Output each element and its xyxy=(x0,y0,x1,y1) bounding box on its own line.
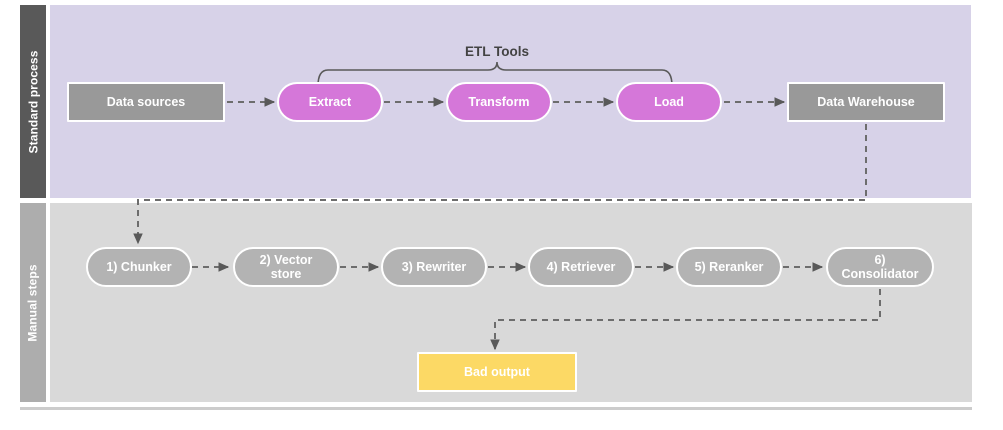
bottom-divider xyxy=(20,407,972,410)
node-bad-output-label: Bad output xyxy=(464,365,530,379)
node-retriever-label: 4) Retriever xyxy=(546,260,616,274)
node-extract-label: Extract xyxy=(308,95,352,109)
node-transform[interactable]: Transform xyxy=(446,82,552,122)
node-data-sources[interactable]: Data sources xyxy=(67,82,225,122)
lane-label-standard-process: Standard process xyxy=(20,5,46,198)
node-consolidator[interactable]: 6) Consolidator xyxy=(826,247,934,287)
lane-label-manual-steps: Manual steps xyxy=(20,203,46,402)
etl-tools-bracket-icon xyxy=(317,61,673,86)
etl-tools-label: ETL Tools xyxy=(465,44,529,59)
node-transform-label: Transform xyxy=(468,95,530,109)
node-consolidator-label: 6) Consolidator xyxy=(841,253,919,281)
lane-label-standard-process-text: Standard process xyxy=(26,50,40,153)
node-bad-output[interactable]: Bad output xyxy=(417,352,577,392)
node-reranker[interactable]: 5) Reranker xyxy=(676,247,782,287)
node-load[interactable]: Load xyxy=(616,82,722,122)
node-vector-store-label: 2) Vector store xyxy=(259,253,313,281)
node-rewriter-label: 3) Rewriter xyxy=(401,260,467,274)
node-chunker[interactable]: 1) Chunker xyxy=(86,247,192,287)
node-data-warehouse-label: Data Warehouse xyxy=(817,95,915,109)
node-retriever[interactable]: 4) Retriever xyxy=(528,247,634,287)
node-data-sources-label: Data sources xyxy=(106,95,186,109)
node-vector-store[interactable]: 2) Vector store xyxy=(233,247,339,287)
node-rewriter[interactable]: 3) Rewriter xyxy=(381,247,487,287)
node-extract[interactable]: Extract xyxy=(277,82,383,122)
lane-label-manual-steps-text: Manual steps xyxy=(26,263,41,342)
node-load-label: Load xyxy=(654,95,684,109)
node-reranker-label: 5) Reranker xyxy=(694,260,764,274)
node-chunker-label: 1) Chunker xyxy=(106,260,172,274)
node-data-warehouse[interactable]: Data Warehouse xyxy=(787,82,945,122)
